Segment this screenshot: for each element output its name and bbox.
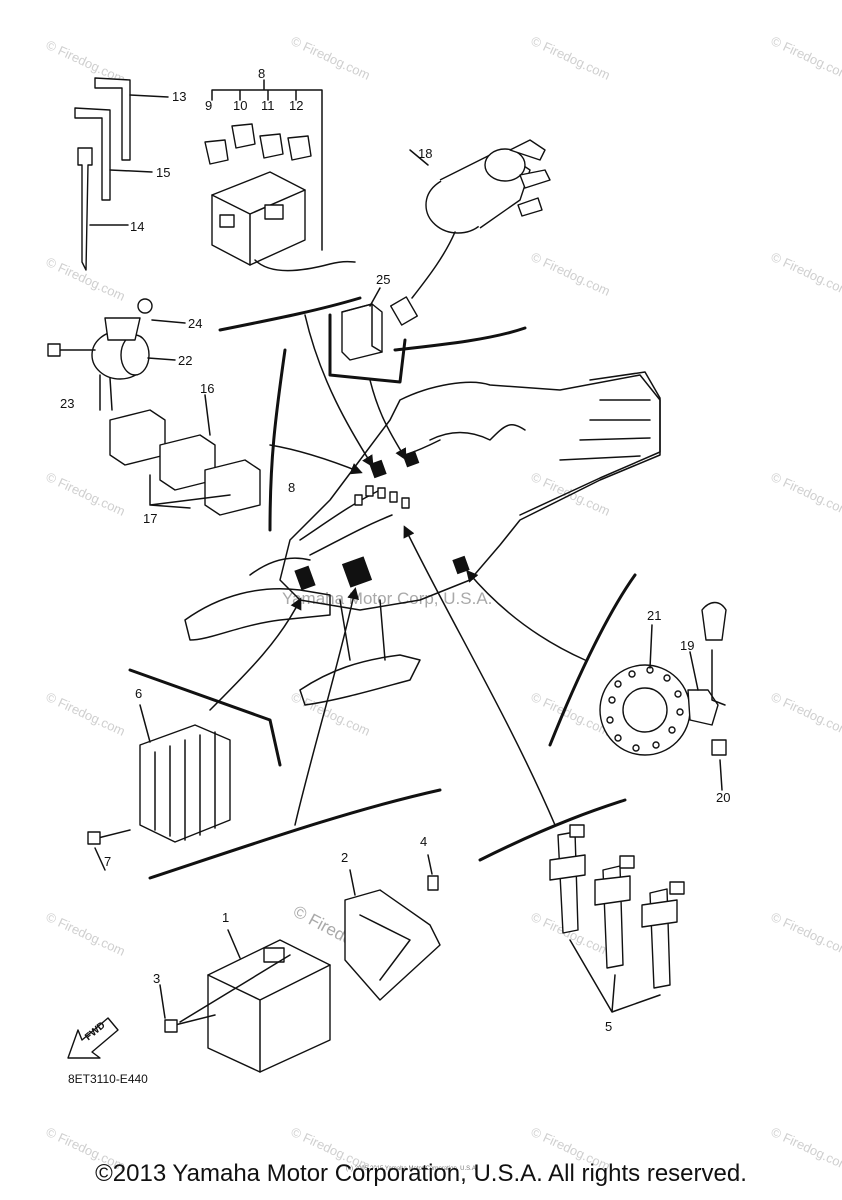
ignition-coils bbox=[549, 824, 685, 1013]
watermark: © Firedog.com bbox=[44, 469, 128, 519]
callout-20: 20 bbox=[716, 790, 730, 805]
coupler-set bbox=[109, 394, 261, 516]
watermark: © Firedog.com bbox=[44, 909, 128, 959]
fuse-box-assembly bbox=[204, 79, 356, 272]
callout-3: 3 bbox=[153, 971, 160, 986]
callout-6: 6 bbox=[135, 686, 142, 701]
center-watermark-yamaha: Yamaha Motor Corp, U.S.A. bbox=[282, 589, 492, 608]
pickup-rotor-assembly bbox=[599, 601, 727, 791]
callout-10: 10 bbox=[233, 98, 247, 113]
copyright-line: ©2013 Yamaha Motor Corporation, U.S.A. A… bbox=[95, 1160, 747, 1187]
snowmobile-chassis bbox=[184, 371, 661, 706]
horn-assembly bbox=[47, 298, 186, 411]
diagram-code: 8ET3110-E440 bbox=[68, 1072, 148, 1086]
callout-8-b: 8 bbox=[288, 480, 295, 495]
callout-13: 13 bbox=[172, 89, 186, 104]
rectifier-regulator bbox=[87, 704, 231, 871]
watermark: © Firedog.com bbox=[769, 469, 842, 519]
watermark: © Firedog.com bbox=[769, 249, 842, 299]
watermark: © Firedog.com bbox=[529, 33, 613, 83]
leader-lines bbox=[128, 296, 637, 880]
callout-8: 8 bbox=[258, 66, 265, 81]
watermark: © Firedog.com bbox=[289, 689, 373, 739]
main-switch bbox=[390, 139, 551, 326]
callout-2: 2 bbox=[341, 850, 348, 865]
callout-11: 11 bbox=[261, 98, 275, 113]
tiny-copyright-note: (c) 2005-2015 Yamaha Motor Corporation, … bbox=[346, 1166, 478, 1172]
callout-22: 22 bbox=[178, 353, 192, 368]
watermark: © Firedog.com bbox=[769, 689, 842, 739]
watermark: © Firedog.com bbox=[289, 33, 373, 83]
callout-17: 17 bbox=[143, 511, 157, 526]
callout-25: 25 bbox=[376, 272, 390, 287]
relay bbox=[341, 287, 383, 361]
callout-16: 16 bbox=[200, 381, 214, 396]
cdi-bracket bbox=[344, 854, 441, 1001]
callout-19: 19 bbox=[680, 638, 694, 653]
watermark: © Firedog.com bbox=[769, 909, 842, 959]
callout-21: 21 bbox=[647, 608, 661, 623]
callout-24: 24 bbox=[188, 316, 202, 331]
cdi-unit bbox=[159, 929, 331, 1073]
callout-1: 1 bbox=[222, 910, 229, 925]
callout-7: 7 bbox=[104, 854, 111, 869]
callout-18: 18 bbox=[418, 146, 432, 161]
forward-arrow-icon bbox=[67, 1017, 119, 1059]
watermark: © Firedog.com bbox=[769, 33, 842, 83]
callout-labels: 8 9 10 11 12 13 14 15 18 25 24 22 23 16 … bbox=[60, 66, 730, 1034]
callout-15: 15 bbox=[156, 165, 170, 180]
callout-5: 5 bbox=[605, 1019, 612, 1034]
cable-ties bbox=[74, 77, 169, 271]
watermark: © Firedog.com bbox=[44, 689, 128, 739]
bracket-top-left bbox=[218, 296, 362, 332]
callout-9: 9 bbox=[205, 98, 212, 113]
callout-23: 23 bbox=[60, 396, 74, 411]
callout-14: 14 bbox=[130, 219, 144, 234]
callout-12: 12 bbox=[289, 98, 303, 113]
watermark: © Firedog.com bbox=[529, 249, 613, 299]
callout-4: 4 bbox=[420, 834, 427, 849]
